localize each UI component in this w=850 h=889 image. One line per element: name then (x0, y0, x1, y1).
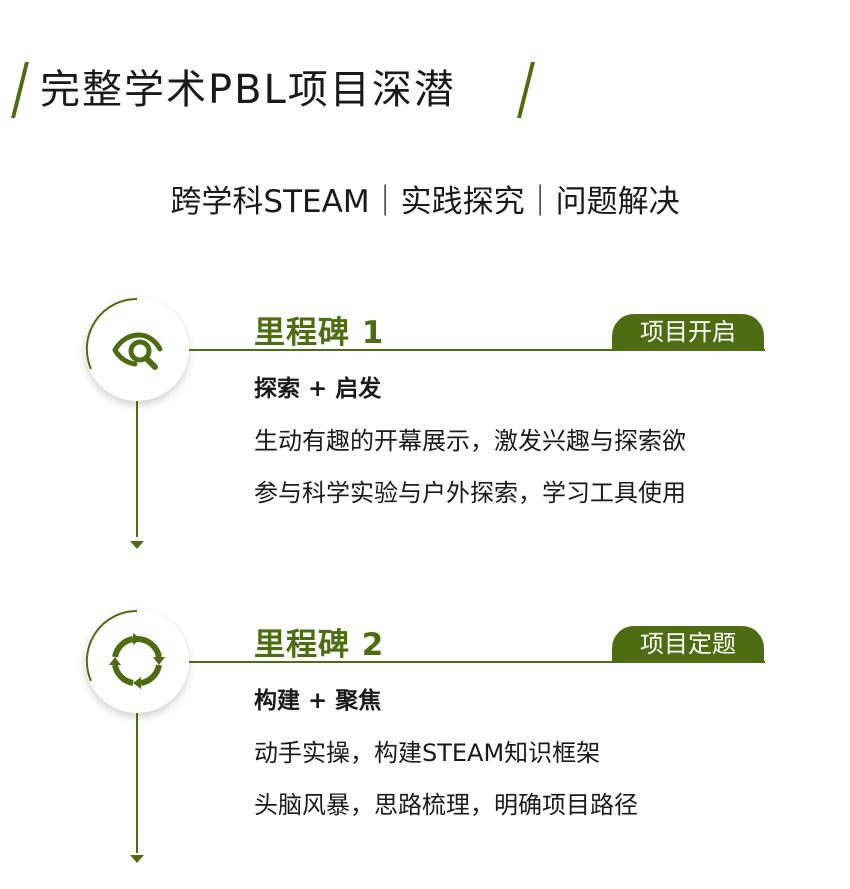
milestone-1-line-1: 生动有趣的开幕展示，激发兴趣与探索欲 (254, 427, 686, 455)
page-title: 完整学术PBL项目深潜 (40, 67, 456, 113)
milestone-2-connector (136, 713, 138, 853)
milestone-2: 里程碑 2 项目定题 构建 + 聚焦 动手实操，构建STEAM知识框架 头脑风暴… (0, 609, 850, 889)
milestone-1-arrow-down-icon (130, 541, 144, 549)
milestone-2-line-2: 头脑风暴，思路梳理，明确项目路径 (254, 791, 638, 819)
milestone-2-arrow-down-icon (130, 855, 144, 863)
milestone-1-heading: 探索 + 启发 (254, 376, 382, 402)
milestone-2-divider (189, 661, 765, 663)
milestone-2-heading: 构建 + 聚焦 (254, 688, 382, 714)
cycle-icon (109, 633, 165, 689)
milestone-2-ring-arc (85, 609, 138, 682)
page-header: 完整学术PBL项目深潜 (0, 62, 850, 118)
milestone-1-badge-circle (85, 297, 189, 401)
title-slash-left (11, 62, 29, 118)
search-icon (112, 332, 163, 370)
milestone-2-title: 里程碑 2 (254, 627, 385, 663)
milestone-2-line-1: 动手实操，构建STEAM知识框架 (254, 739, 601, 767)
milestone-1-line-2: 参与科学实验与户外探索，学习工具使用 (254, 479, 686, 507)
milestone-1-divider (189, 349, 765, 351)
milestone-1-connector (136, 401, 138, 537)
milestone-2-tag: 项目定题 (612, 626, 764, 662)
milestone-1-tag: 项目开启 (612, 314, 764, 350)
milestone-1: 里程碑 1 项目开启 探索 + 启发 生动有趣的开幕展示，激发兴趣与探索欲 参与… (0, 297, 850, 577)
milestone-2-badge-circle (85, 609, 189, 713)
title-slash-right (517, 62, 535, 118)
milestone-1-title: 里程碑 1 (254, 315, 385, 351)
milestone-1-ring-arc (85, 297, 138, 370)
page-subtitle: 跨学科STEAM｜实践探究｜问题解决 (170, 184, 680, 220)
